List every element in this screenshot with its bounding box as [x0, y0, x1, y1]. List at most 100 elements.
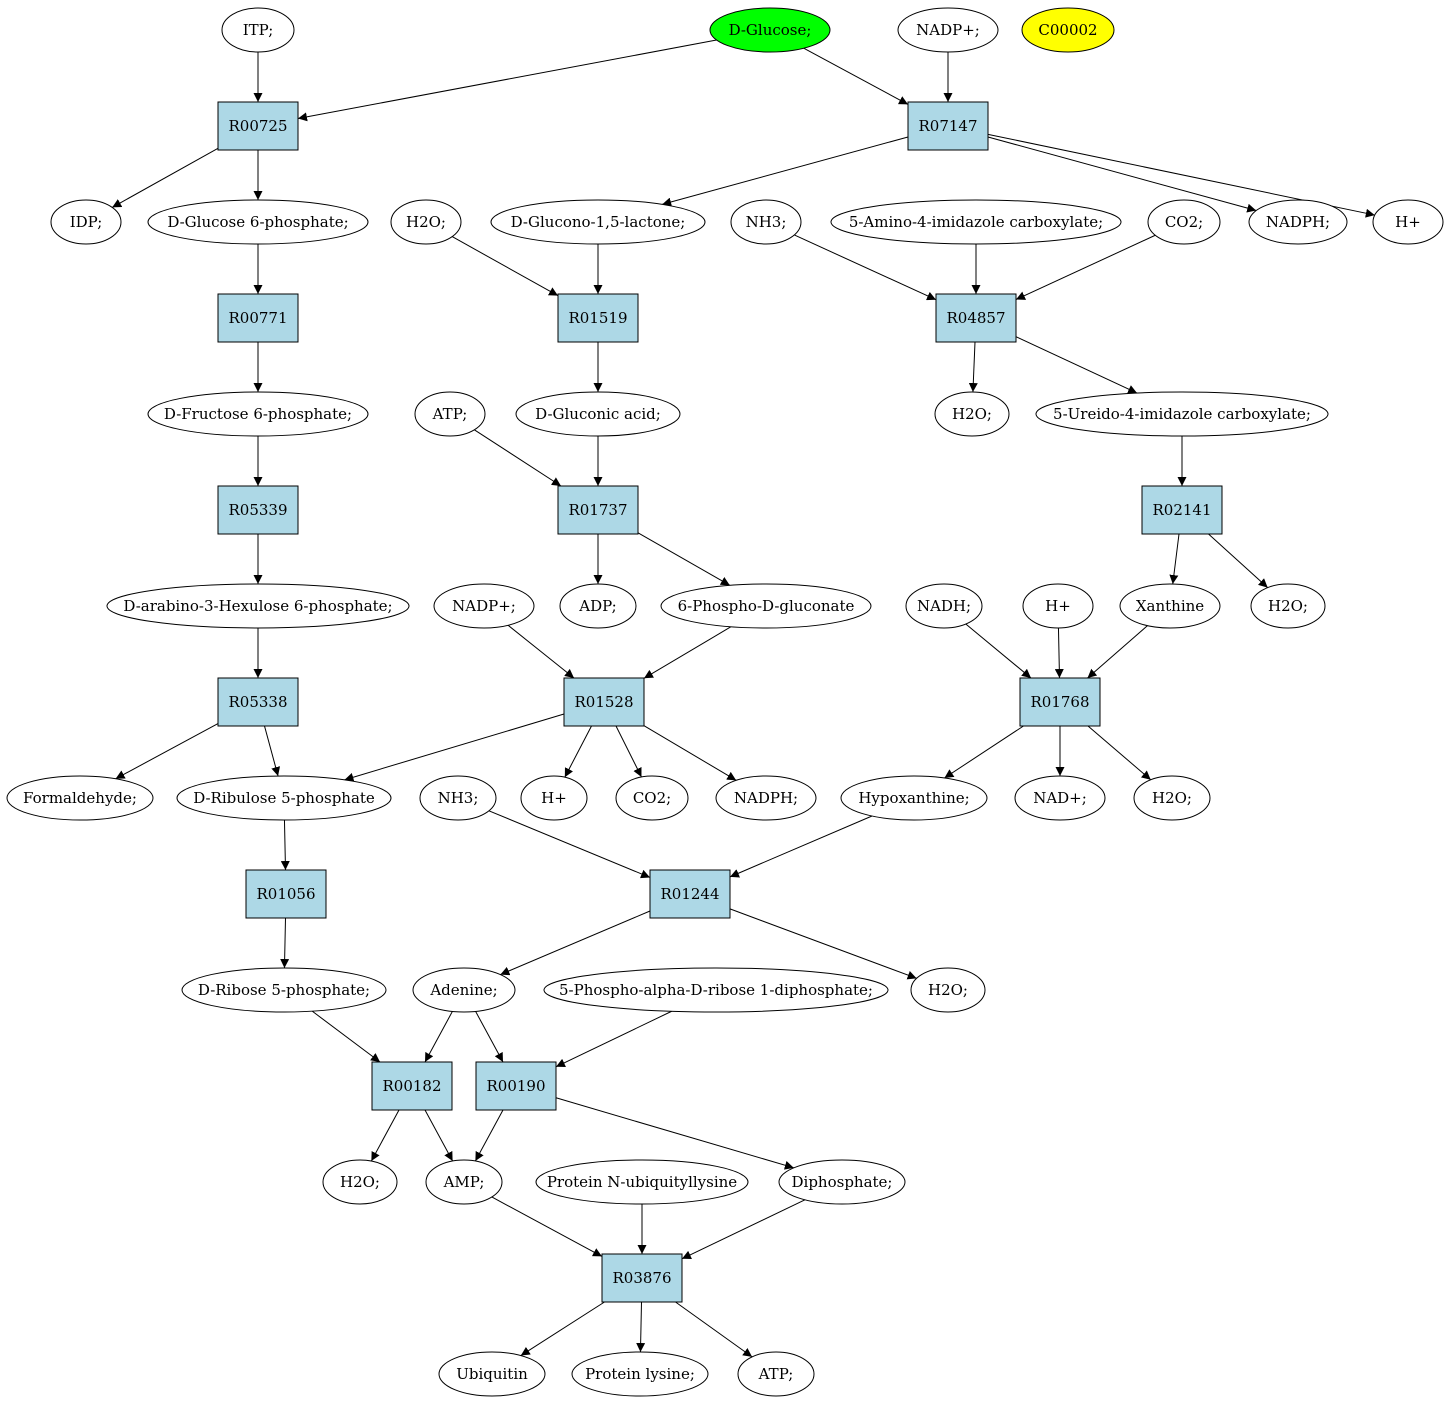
compound-ellipse — [905, 583, 983, 629]
edge-ru5p-to-r01056 — [280, 819, 290, 871]
node-label: R01244 — [660, 885, 719, 903]
compound-node-itp: ITP; — [221, 7, 295, 53]
compound-ellipse — [147, 391, 369, 437]
reaction-node-r01056: R01056 — [245, 869, 327, 919]
reaction-node-r03876: R03876 — [601, 1253, 683, 1303]
compound-node-co2a: CO2; — [1147, 199, 1221, 245]
reaction-box — [563, 677, 645, 727]
compound-ellipse — [50, 199, 122, 245]
node-label: 6-Phospho-D-gluconate — [678, 597, 855, 615]
node-label: NADP+; — [916, 21, 980, 39]
edge-prpp-to-r00190 — [555, 1010, 672, 1068]
edge-r07147-to-nadph1 — [987, 136, 1257, 213]
compound-node-pgluconate: 6-Phospho-D-gluconate — [660, 583, 872, 629]
node-label: D-Glucose; — [729, 21, 812, 39]
edge-r01768-to-hypoxanthine — [944, 725, 1024, 779]
node-label: R02141 — [1152, 501, 1211, 519]
compound-ellipse — [1035, 391, 1329, 437]
edge-amp-to-r03876 — [491, 1196, 603, 1257]
compound-ellipse — [6, 775, 154, 821]
reaction-box — [1019, 677, 1101, 727]
reaction-box — [217, 677, 299, 727]
node-label: Formaldehyde; — [23, 789, 137, 807]
compound-node-uica: 5-Ureido-4-imidazole carboxylate; — [1035, 391, 1329, 437]
reaction-box — [217, 101, 299, 151]
node-label: Protein lysine; — [585, 1365, 695, 1383]
compound-node-gluconic: D-Gluconic acid; — [515, 391, 681, 437]
reaction-node-r01737: R01737 — [557, 485, 639, 535]
reaction-box — [649, 869, 731, 919]
reaction-node-r04857: R04857 — [935, 293, 1017, 343]
compound-node-h2o6: H2O; — [322, 1159, 398, 1205]
node-label: R01056 — [256, 885, 315, 903]
edge-r01244-to-h2o5 — [729, 908, 917, 980]
node-label: R01528 — [574, 693, 633, 711]
edge-nadh-to-r01768 — [965, 623, 1032, 679]
node-label: 5-Amino-4-imidazole carboxylate; — [849, 213, 1103, 231]
node-label: CO2; — [633, 789, 671, 807]
compound-node-ubiquitin: Ubiquitin — [438, 1351, 546, 1397]
node-label: R07147 — [918, 117, 977, 135]
compound-ellipse — [1021, 7, 1115, 53]
compound-node-hplus3: H+ — [520, 775, 588, 821]
reaction-box — [935, 293, 1017, 343]
edge-nh3b-to-r01244 — [488, 810, 651, 879]
compound-ellipse — [147, 199, 369, 245]
edge-r00190-to-amp — [474, 1109, 504, 1162]
compound-node-hypoxanthine: Hypoxanthine; — [840, 775, 988, 821]
compound-ellipse — [660, 583, 872, 629]
edge-h2o1-to-r01519 — [451, 236, 559, 297]
compound-node-nadph2: NADPH; — [715, 775, 817, 821]
edge-r03876-to-atp2 — [675, 1301, 753, 1358]
compound-ellipse — [106, 583, 410, 629]
node-label: R01519 — [568, 309, 627, 327]
node-label: ADP; — [578, 597, 616, 615]
compound-node-c00002: C00002 — [1021, 7, 1115, 53]
edge-r01528-to-hplus3 — [564, 725, 592, 778]
compound-node-nadh: NADH; — [905, 583, 983, 629]
edge-r5p-to-r00182 — [311, 1010, 381, 1063]
node-label: NADP+; — [452, 597, 516, 615]
compound-node-nh3b: NH3; — [419, 775, 497, 821]
node-label: H2O; — [406, 213, 446, 231]
compound-ellipse — [615, 775, 689, 821]
node-label: Adenine; — [429, 981, 497, 999]
node-label: 5-Ureido-4-imidazole carboxylate; — [1053, 405, 1311, 423]
node-label: NADPH; — [734, 789, 798, 807]
node-label: H2O; — [952, 405, 992, 423]
node-label: D-arabino-3-Hexulose 6-phosphate; — [123, 597, 392, 615]
node-label: NH3; — [746, 213, 787, 231]
reaction-box — [601, 1253, 683, 1303]
compound-node-protlys: Protein lysine; — [571, 1351, 709, 1397]
compound-ellipse — [543, 967, 889, 1013]
edge-pgluconate-to-r01528 — [643, 626, 732, 679]
compound-ellipse — [730, 199, 802, 245]
compound-ellipse — [1250, 583, 1326, 629]
node-label: H2O; — [928, 981, 968, 999]
reaction-box — [371, 1061, 453, 1111]
edge-nh3a-to-r04857 — [794, 234, 937, 301]
reaction-node-r07147: R07147 — [907, 101, 989, 151]
compound-node-nh3a: NH3; — [730, 199, 802, 245]
compound-ellipse — [571, 1351, 709, 1397]
node-label: NADPH; — [1266, 213, 1330, 231]
reaction-node-r02141: R02141 — [1141, 485, 1223, 535]
reaction-node-r00725: R00725 — [217, 101, 299, 151]
compound-ellipse — [559, 583, 637, 629]
compound-node-g6p: D-Glucose 6-phosphate; — [147, 199, 369, 245]
edge-r00182-to-h2o6 — [370, 1109, 400, 1162]
node-label: NADH; — [917, 597, 971, 615]
node-label: R00771 — [228, 309, 287, 327]
reaction-box — [245, 869, 327, 919]
reaction-box — [557, 485, 639, 535]
compound-ellipse — [515, 391, 681, 437]
edge-adenine-to-r00182 — [424, 1011, 453, 1063]
compound-node-nadph1: NADPH; — [1248, 199, 1348, 245]
compound-ellipse — [414, 391, 486, 437]
edge-r04857-to-uica — [1015, 336, 1138, 394]
edge-adenine-to-r00190 — [475, 1011, 504, 1063]
compound-node-idp: IDP; — [50, 199, 122, 245]
reaction-box — [1141, 485, 1223, 535]
edge-nadp2-to-r01528 — [507, 624, 575, 679]
compound-ellipse — [490, 199, 706, 245]
